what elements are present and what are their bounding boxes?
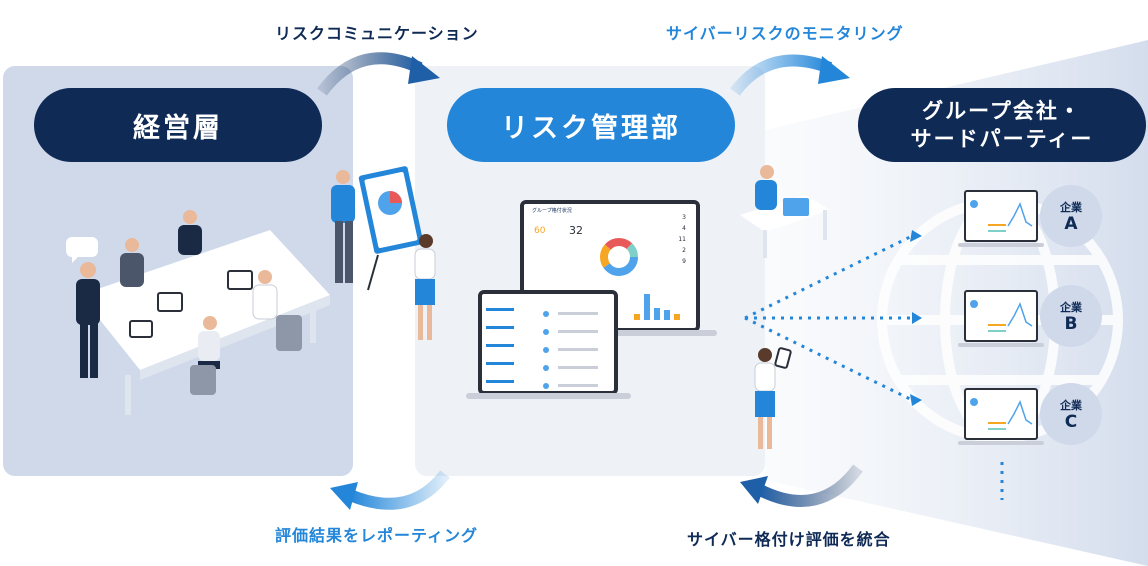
company-a-badge: 企業 A [1040,185,1102,247]
management-label: 経営層 [133,112,223,144]
chair-icon [190,365,216,395]
person-icon [331,170,355,283]
company-a-chart-icon [970,200,1033,232]
arrow-risk-communication-icon [317,52,440,96]
arrow-reporting-icon [330,470,450,510]
arrow-cyber-monitoring-icon [730,54,850,96]
cyber-monitoring-label: サイバーリスクのモニタリング [666,24,904,43]
risk-communication-label: リスクコミュニケーション [275,24,479,43]
meeting-illustration [66,210,330,415]
donut-chart-icon [600,238,638,276]
company-b-prefix: 企業 [1060,301,1082,314]
person-icon [414,234,436,340]
dashboard-laptop: グループ格付状況 32 60 3 4 11 2 9 [520,200,700,332]
arrow-integrate-icon [740,464,863,507]
company-b-chart-icon [970,300,1033,332]
company-a-prefix: 企業 [1060,201,1082,214]
management-node: 経営層 [34,88,322,162]
dashboard-title: グループ格付状況 [532,208,572,214]
analyst-illustration [740,165,830,258]
company-b-badge: 企業 B [1040,285,1102,347]
laptop-icon [783,198,809,216]
tablet-user-illustration [754,347,792,449]
speech-bubble-icon [66,237,98,263]
group-label-line1: グループ会社・ [922,99,1082,123]
company-c-letter: C [1064,412,1078,432]
person-icon [252,270,278,320]
group-label-line2: サードパーティー [910,127,1094,151]
risk-dept-label: リスク管理部 [501,112,681,144]
company-c-badge: 企業 C [1040,383,1102,445]
company-b-letter: B [1064,314,1078,334]
group-node: グループ会社・ サードパーティー [858,88,1146,162]
dashboard-number: 2 [682,247,686,254]
company-b-laptop [964,290,1038,342]
tablet-table-icon [486,308,598,389]
person-icon [754,348,776,449]
dashboard-number: 9 [682,258,686,265]
dashboard-numbers: 3 4 11 2 9 [678,214,686,265]
person-icon [178,210,202,255]
presentation-board-icon [358,166,424,291]
company-a-laptop [964,190,1038,242]
reporting-label: 評価結果をレポーティング [275,526,479,545]
company-c-laptop [964,388,1038,440]
dashboard-tablet [478,290,618,395]
dashboard-number: 4 [682,225,686,232]
company-c-chart-icon [970,398,1033,430]
bar-chart-icon [634,294,680,320]
company-b-laptop-base [958,343,1044,347]
tablet-icon [774,347,792,369]
integrate-ratings-label: サイバー格付け評価を統合 [687,530,891,549]
person-icon [120,238,144,287]
laptop-icon [227,270,253,290]
laptop-icon [129,320,153,338]
company-a-letter: A [1064,214,1078,234]
chair-icon [276,315,302,351]
presenter-illustration [331,166,436,340]
company-c-laptop-base [958,441,1044,445]
laptop-icon [157,292,183,312]
risk-dept-node: リスク管理部 [447,88,735,162]
tablet-base [466,393,631,399]
dashboard-number: 3 [682,214,686,221]
dotted-connectors [744,234,1004,500]
person-icon [76,262,100,378]
person-icon [755,165,777,210]
company-c-prefix: 企業 [1060,399,1082,412]
dashboard-number: 11 [678,236,686,243]
dashboard-big-number: 32 [569,224,583,237]
company-a-laptop-base [958,243,1044,247]
